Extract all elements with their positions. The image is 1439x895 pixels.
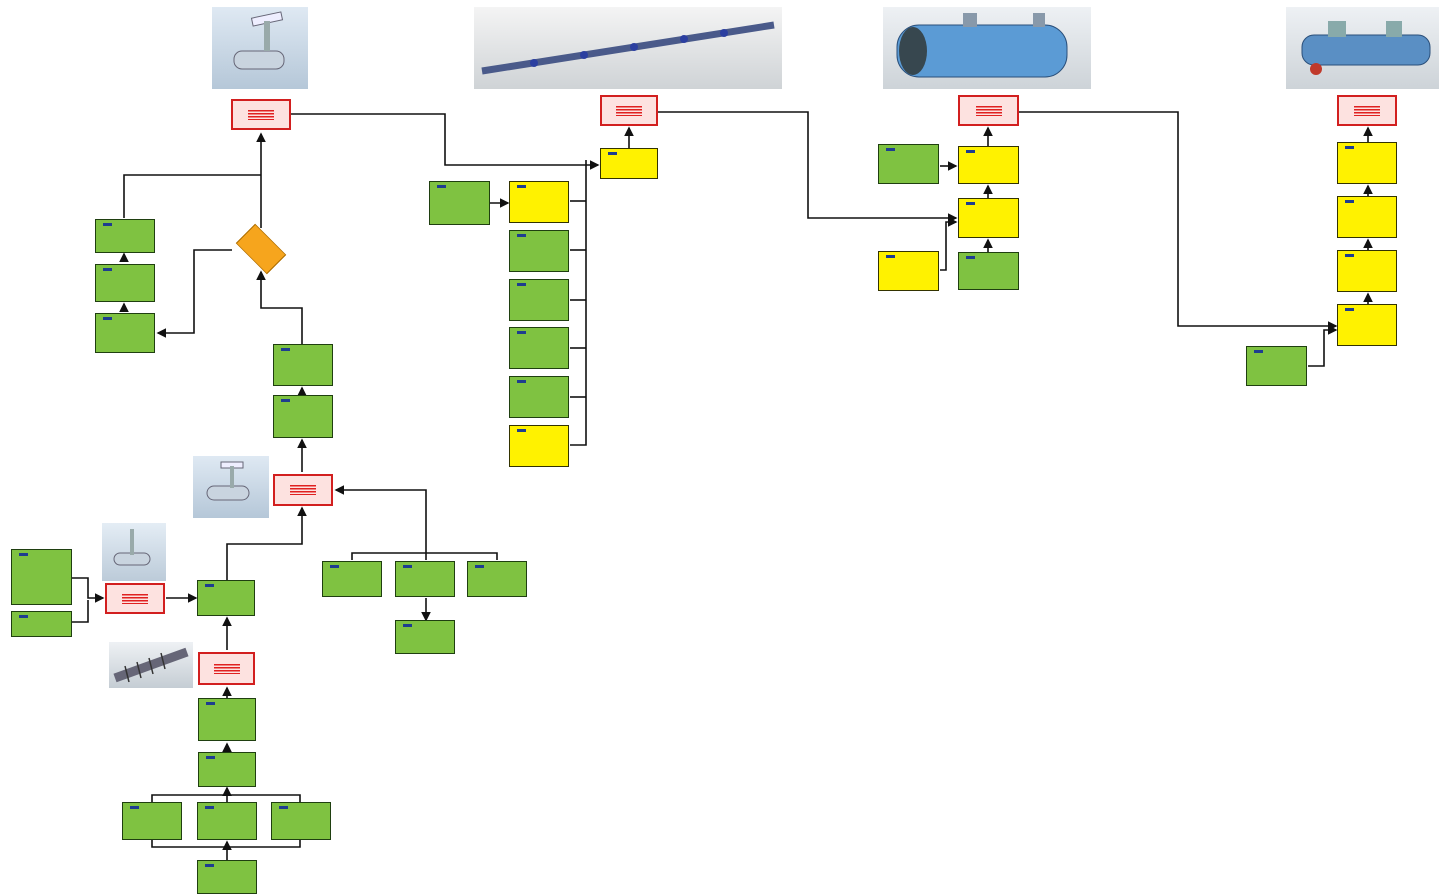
long-shaft-image	[474, 7, 782, 89]
task-node[interactable]	[197, 860, 257, 894]
task-node[interactable]	[271, 802, 331, 840]
task-node[interactable]	[95, 219, 155, 253]
task-node[interactable]	[95, 313, 155, 353]
task-node[interactable]	[11, 611, 72, 637]
task-node[interactable]	[509, 376, 569, 418]
task-node[interactable]	[1337, 196, 1397, 238]
task-node[interactable]	[1337, 304, 1397, 346]
task-node[interactable]	[197, 802, 257, 840]
pressure-vessel-image	[883, 7, 1091, 89]
task-node[interactable]	[509, 230, 569, 272]
milestone-node[interactable]	[273, 474, 333, 506]
task-node[interactable]	[958, 198, 1019, 238]
milestone-node[interactable]	[1337, 95, 1397, 126]
connector-lines	[72, 111, 1373, 860]
task-node[interactable]	[273, 395, 333, 438]
task-node[interactable]	[509, 327, 569, 369]
task-node[interactable]	[467, 561, 527, 597]
task-node[interactable]	[95, 264, 155, 302]
task-node[interactable]	[198, 752, 256, 787]
task-node[interactable]	[878, 144, 939, 184]
task-node[interactable]	[958, 146, 1019, 184]
task-node[interactable]	[1337, 142, 1397, 184]
task-node[interactable]	[1246, 346, 1307, 386]
task-node[interactable]	[273, 344, 333, 386]
task-node[interactable]	[1337, 250, 1397, 292]
task-node[interactable]	[958, 252, 1019, 290]
crane-assembly-image	[212, 7, 308, 89]
milestone-node[interactable]	[231, 99, 291, 130]
crane-assembly-image	[102, 523, 166, 581]
task-node[interactable]	[878, 251, 939, 291]
milestone-node[interactable]	[198, 652, 255, 685]
heat-exchanger-image	[1286, 7, 1439, 89]
task-node[interactable]	[509, 425, 569, 467]
task-node[interactable]	[198, 698, 256, 741]
task-node[interactable]	[197, 580, 255, 616]
task-node[interactable]	[395, 620, 455, 654]
task-node[interactable]	[429, 181, 490, 225]
task-node[interactable]	[395, 561, 455, 597]
milestone-node[interactable]	[600, 95, 658, 126]
task-node[interactable]	[600, 148, 658, 179]
task-node[interactable]	[122, 802, 182, 840]
task-node[interactable]	[11, 549, 72, 605]
task-node[interactable]	[509, 181, 569, 223]
milestone-node[interactable]	[105, 583, 165, 614]
task-node[interactable]	[509, 279, 569, 321]
milestone-node[interactable]	[958, 95, 1019, 126]
screw-conveyor-image	[109, 642, 193, 688]
task-node[interactable]	[322, 561, 382, 597]
crane-assembly-image	[193, 456, 269, 518]
